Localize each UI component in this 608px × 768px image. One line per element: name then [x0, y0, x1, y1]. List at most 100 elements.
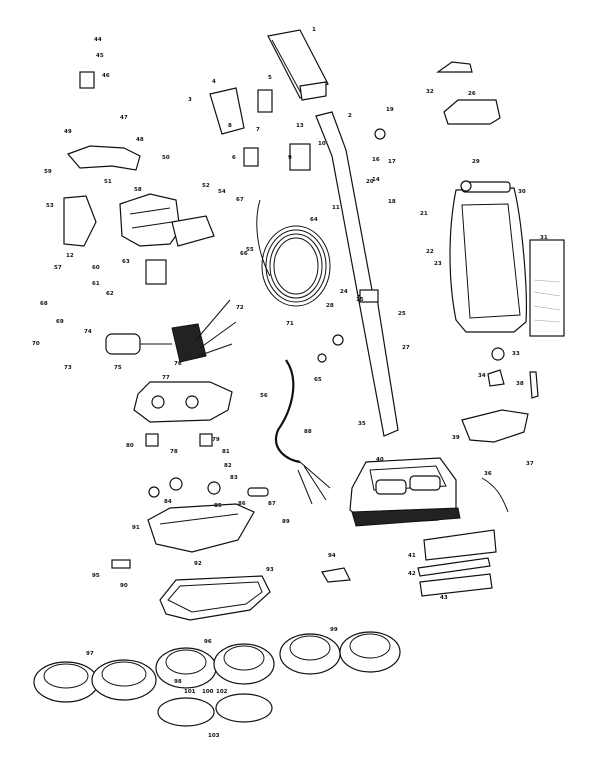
part-label: 36: [484, 471, 492, 477]
belt: [159, 575, 271, 621]
part-label: 102: [216, 689, 228, 695]
part-label: 18: [388, 199, 396, 205]
part-label: 50: [162, 155, 170, 161]
agitator-parts: [461, 409, 529, 513]
part-label: 32: [426, 89, 434, 95]
part-label: 45: [96, 53, 104, 59]
left-housings: [63, 145, 215, 247]
part-label: 57: [54, 265, 62, 271]
part-label: 66: [240, 251, 248, 257]
part-label: 91: [132, 525, 140, 531]
part-label: 21: [420, 211, 428, 217]
part-label: 84: [164, 499, 172, 505]
part-label: 49: [64, 129, 72, 135]
part-label: 67: [236, 197, 244, 203]
part-label: 23: [434, 261, 442, 267]
part-label: 77: [162, 375, 170, 381]
part-label: 31: [540, 235, 548, 241]
part-label: 88: [304, 429, 312, 435]
part-label: 40: [376, 457, 384, 463]
part-label: 85: [214, 503, 222, 509]
part-label: 30: [518, 189, 526, 195]
part-label: 2: [348, 113, 352, 119]
part-label: 22: [426, 249, 434, 255]
part-label: 10: [318, 141, 326, 147]
part-label: 72: [236, 305, 244, 311]
part-label: 64: [310, 217, 318, 223]
part-label: 42: [408, 571, 416, 577]
part-label: 19: [386, 107, 394, 113]
part-label: 62: [106, 291, 114, 297]
handle-tube: [315, 111, 399, 437]
part-label: 5: [268, 75, 272, 81]
part-label: 81: [222, 449, 230, 455]
part-label: 26: [468, 91, 476, 97]
latch: [321, 567, 351, 583]
part-label: 46: [102, 73, 110, 79]
part-label: 27: [402, 345, 410, 351]
part-label: 33: [512, 351, 520, 357]
part-label: 58: [134, 187, 142, 193]
part-label: 75: [114, 365, 122, 371]
part-label: 16: [372, 157, 380, 163]
part-label: 95: [92, 573, 100, 579]
part-label: 87: [268, 501, 276, 507]
part-label: 38: [516, 381, 524, 387]
part-label: 90: [120, 583, 128, 589]
part-label: 20: [366, 179, 374, 185]
part-label: 68: [40, 301, 48, 307]
part-label: 103: [208, 733, 220, 739]
motor: [105, 299, 237, 363]
part-label: 34: [478, 373, 486, 379]
part-label: 76: [174, 361, 182, 367]
part-label: 82: [224, 463, 232, 469]
hose-cord: [275, 359, 331, 505]
part-label: 61: [92, 281, 100, 287]
part-label: 12: [66, 253, 74, 259]
part-label: 59: [44, 169, 52, 175]
part-label: 73: [64, 365, 72, 371]
part-label: 11: [332, 205, 340, 211]
part-label: 7: [256, 127, 260, 133]
part-label: 52: [202, 183, 210, 189]
fan-housing: [133, 381, 233, 423]
part-label: 15: [356, 297, 364, 303]
part-label: 100: [202, 689, 214, 695]
part-label: 24: [340, 289, 348, 295]
part-label: 92: [194, 561, 202, 567]
part-label: 43: [440, 595, 448, 601]
part-label: 51: [104, 179, 112, 185]
part-label: 99: [330, 627, 338, 633]
part-label: 35: [358, 421, 366, 427]
part-label: 55: [246, 247, 254, 253]
part-label: 80: [126, 443, 134, 449]
part-label: 56: [260, 393, 268, 399]
small-hardware: [79, 71, 386, 569]
brush-discs: [33, 631, 401, 727]
part-label: 89: [282, 519, 290, 525]
part-label: 60: [92, 265, 100, 271]
part-label: 4: [212, 79, 216, 85]
nozzle: [349, 457, 461, 527]
part-label: 17: [388, 159, 396, 165]
part-label: 86: [238, 501, 246, 507]
part-label: 63: [122, 259, 130, 265]
base-plate: [147, 503, 255, 553]
part-label: 71: [286, 321, 294, 327]
part-label: 47: [120, 115, 128, 121]
part-label: 25: [398, 311, 406, 317]
part-label: 14: [372, 177, 380, 183]
part-label: 13: [296, 123, 304, 129]
part-label: 96: [204, 639, 212, 645]
part-label: 78: [170, 449, 178, 455]
bag-card: [529, 239, 565, 337]
part-label: 8: [228, 123, 232, 129]
part-label: 65: [314, 377, 322, 383]
right-small-parts: [487, 347, 539, 399]
brush-strips: [417, 529, 497, 597]
part-label: 54: [218, 189, 226, 195]
part-label: 6: [232, 155, 236, 161]
part-label: 101: [184, 689, 196, 695]
